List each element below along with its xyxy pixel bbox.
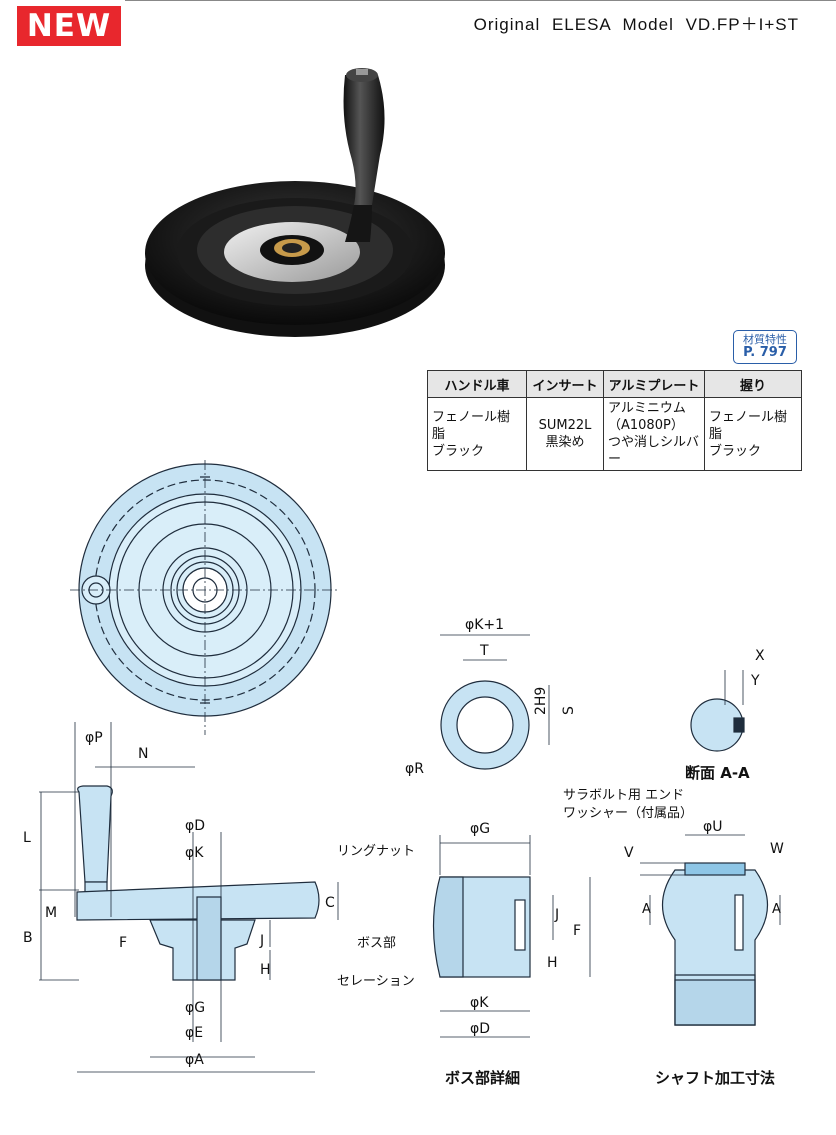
shaft-dimensions: サラボルト用 エンド ワッシャー（付属品） φU V W A A シャフト加工寸… [563, 788, 784, 1087]
dim-J: J [259, 933, 264, 949]
dim-L: L [23, 830, 31, 846]
dim-B: B [23, 930, 33, 946]
th-plate: アルミプレート [603, 370, 705, 398]
dim-2H9: 2H9 [533, 687, 549, 715]
dim-F: F [119, 935, 127, 951]
section-aa-caption: 断面 A-A [685, 764, 750, 782]
dim-P: φP [85, 730, 103, 746]
material-properties-ref[interactable]: 材質特性 P. 797 [733, 330, 797, 364]
td-grip: フェノール樹脂ブラック [704, 397, 802, 471]
dim-K: φK [185, 845, 204, 861]
dim-J2: J [554, 907, 559, 923]
td-plate: アルミニウム（A1080P）つや消しシルバー [603, 397, 705, 471]
dim-R: φR [405, 761, 424, 777]
boss-detail: φG リングナット ボス部 セレーション J F H φK φD ボス部詳細 [337, 821, 591, 1087]
dim-K1: φK+1 [465, 617, 504, 633]
dim-X: X [755, 648, 765, 664]
label-washer-line1: サラボルト用 エンド [563, 788, 684, 803]
dim-C: C [325, 895, 335, 911]
th-wheel: ハンドル車 [427, 370, 527, 398]
dim-E: φE [185, 1025, 203, 1041]
dim-G2: φG [470, 821, 490, 837]
new-badge: NEW [17, 6, 121, 46]
label-boss: ボス部 [357, 936, 396, 951]
section-mark-right: A [772, 902, 781, 917]
material-table: ハンドル車 インサート アルミプレート 握り フェノール樹脂ブラック SUM22… [427, 370, 802, 471]
dim-M: M [45, 905, 57, 921]
dim-N: N [138, 746, 148, 762]
shaft-caption: シャフト加工寸法 [655, 1069, 775, 1087]
dim-T: T [479, 643, 489, 659]
td-wheel: フェノール樹脂ブラック [427, 397, 527, 471]
handwheel-front-view [70, 460, 340, 735]
dim-S: S [561, 706, 577, 715]
boss-detail-caption: ボス部詳細 [445, 1069, 520, 1087]
dim-H2: H [547, 955, 558, 971]
label-ring-nut: リングナット [337, 844, 415, 859]
dim-D: φD [185, 818, 205, 834]
dim-W: W [770, 841, 784, 857]
dim-F2: F [573, 923, 581, 939]
label-serration: セレーション [337, 974, 415, 989]
dim-G: φG [185, 1000, 205, 1016]
dim-U: φU [703, 819, 722, 835]
dim-K3: φK [470, 995, 489, 1011]
material-ref-label: 材質特性 [743, 333, 787, 346]
dim-A: φA [185, 1052, 204, 1068]
model-title: Original ELESA Model VD.FP＋I+ST [473, 15, 799, 34]
handwheel-side-section: φP N L φD φK C M B F J H φG φE φA [23, 722, 339, 1073]
dim-D2: φD [470, 1021, 490, 1037]
th-insert: インサート [526, 370, 604, 398]
th-grip: 握り [704, 370, 802, 398]
label-washer-line2: ワッシャー（付属品） [563, 806, 693, 821]
section-mark-left: A [642, 902, 651, 917]
header-rule [125, 0, 836, 1]
dim-V: V [624, 845, 634, 861]
dim-Y: Y [750, 673, 760, 689]
insert-detail: φK+1 T 2H9 S φR X Y 断面 A-A [405, 617, 765, 782]
handwheel-photo [145, 68, 445, 337]
dim-H: H [260, 962, 271, 978]
material-ref-page: P. 797 [743, 345, 787, 360]
